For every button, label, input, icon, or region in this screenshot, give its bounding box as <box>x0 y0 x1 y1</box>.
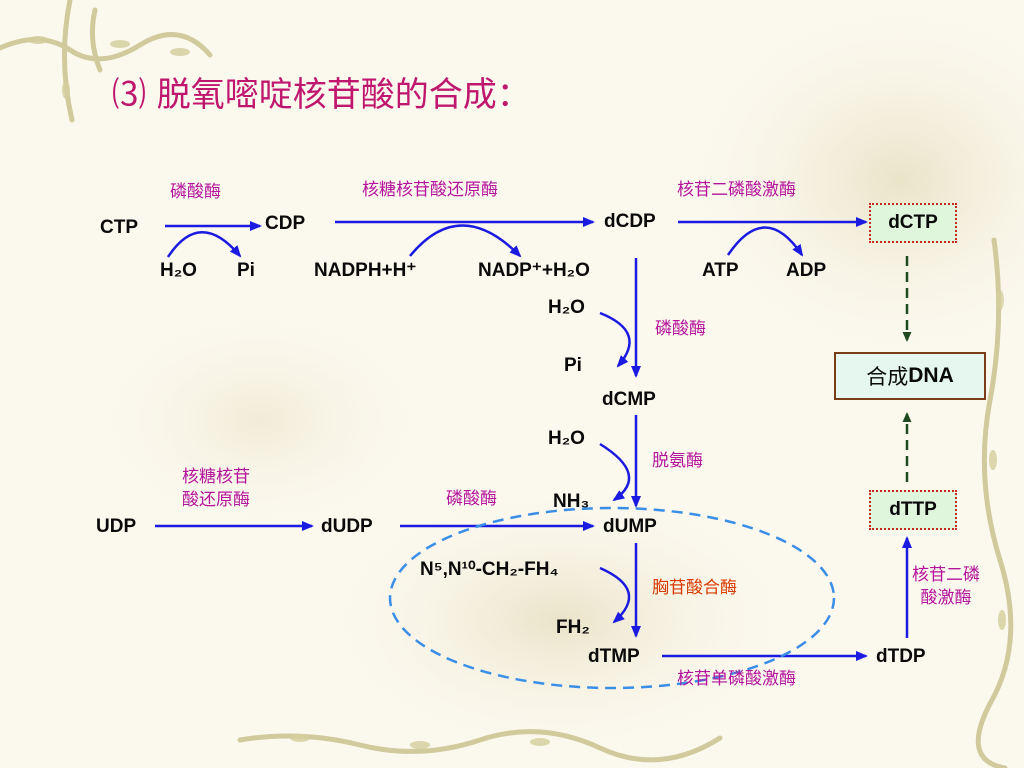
dna-box-prefix: 合成 <box>866 365 909 389</box>
page-title: ⑶ 脱氧嘧啶核苷酸的合成： <box>112 75 531 115</box>
enzyme-ribonucleotide-reductase-2-line1: 核糖核苷 <box>182 467 250 487</box>
molecule-udp: UDP <box>96 516 137 537</box>
molecule-dump: dUMP <box>603 516 657 537</box>
cofactor-nh3: NH₃ <box>553 491 590 512</box>
molecule-ctp: CTP <box>100 217 138 238</box>
curve-h2o-pi <box>166 231 242 258</box>
molecule-dudp: dUDP <box>321 516 373 537</box>
molecule-pi-1: Pi <box>237 260 255 281</box>
molecule-dtdp: dTDP <box>876 646 926 667</box>
cofactor-nadph: NADPH+H⁺ <box>314 260 417 281</box>
molecule-dcmp: dCMP <box>602 389 656 410</box>
curve-h2o-pi-2 <box>599 311 631 368</box>
enzyme-ndp-kinase-1: 核苷二磷酸激酶 <box>677 180 796 200</box>
curve-h2o-nh3 <box>599 442 631 502</box>
molecule-dctp: dCTP <box>869 203 957 243</box>
curve-nadph <box>409 224 522 258</box>
cofactor-adp: ADP <box>786 260 827 281</box>
cofactor-methylene-thf: N⁵,N¹⁰-CH₂-FH₄ <box>420 559 559 580</box>
enzyme-phosphatase-2: 磷酸酶 <box>655 319 706 339</box>
curve-atp-adp <box>726 226 804 257</box>
molecule-dttp: dTTP <box>869 490 957 530</box>
cofactor-h2o-3: H₂O <box>548 428 585 449</box>
enzyme-thymidylate-synthase: 胸苷酸合酶 <box>652 578 737 598</box>
enzyme-ndp-kinase-2-line2: 酸激酶 <box>920 588 972 608</box>
enzyme-nmp-kinase: 核苷单磷酸激酶 <box>677 669 796 689</box>
enzyme-ribonucleotide-reductase-2-line2: 酸还原酶 <box>182 490 250 510</box>
dna-box-suffix: DNA <box>908 364 954 387</box>
cofactor-fh2: FH₂ <box>556 617 590 638</box>
enzyme-phosphatase-1: 磷酸酶 <box>170 182 221 202</box>
enzyme-ribonucleotide-reductase-2: 核糖核苷 酸还原酶 <box>182 466 250 512</box>
molecule-dtmp: dTMP <box>588 646 640 667</box>
thymidylate-cycle-ellipse <box>388 506 836 690</box>
cofactor-h2o-2: H₂O <box>548 297 585 318</box>
enzyme-ndp-kinase-2-line1: 核苷二磷 <box>912 565 980 585</box>
enzyme-phosphatase-3: 磷酸酶 <box>446 489 497 509</box>
molecule-pi-2: Pi <box>564 355 582 376</box>
cofactor-atp: ATP <box>702 260 739 281</box>
enzyme-deaminase: 脱氨酶 <box>652 451 703 471</box>
cofactor-h2o-1: H₂O <box>160 260 197 281</box>
enzyme-ndp-kinase-2: 核苷二磷 酸激酶 <box>912 564 980 610</box>
enzyme-ribonucleotide-reductase-1: 核糖核苷酸还原酶 <box>362 180 498 200</box>
molecule-dcdp: dCDP <box>604 211 656 232</box>
molecule-cdp: CDP <box>265 213 306 234</box>
curve-thf-fh2 <box>599 566 631 624</box>
cofactor-nadp-h2o: NADP⁺+H₂O <box>478 260 590 281</box>
